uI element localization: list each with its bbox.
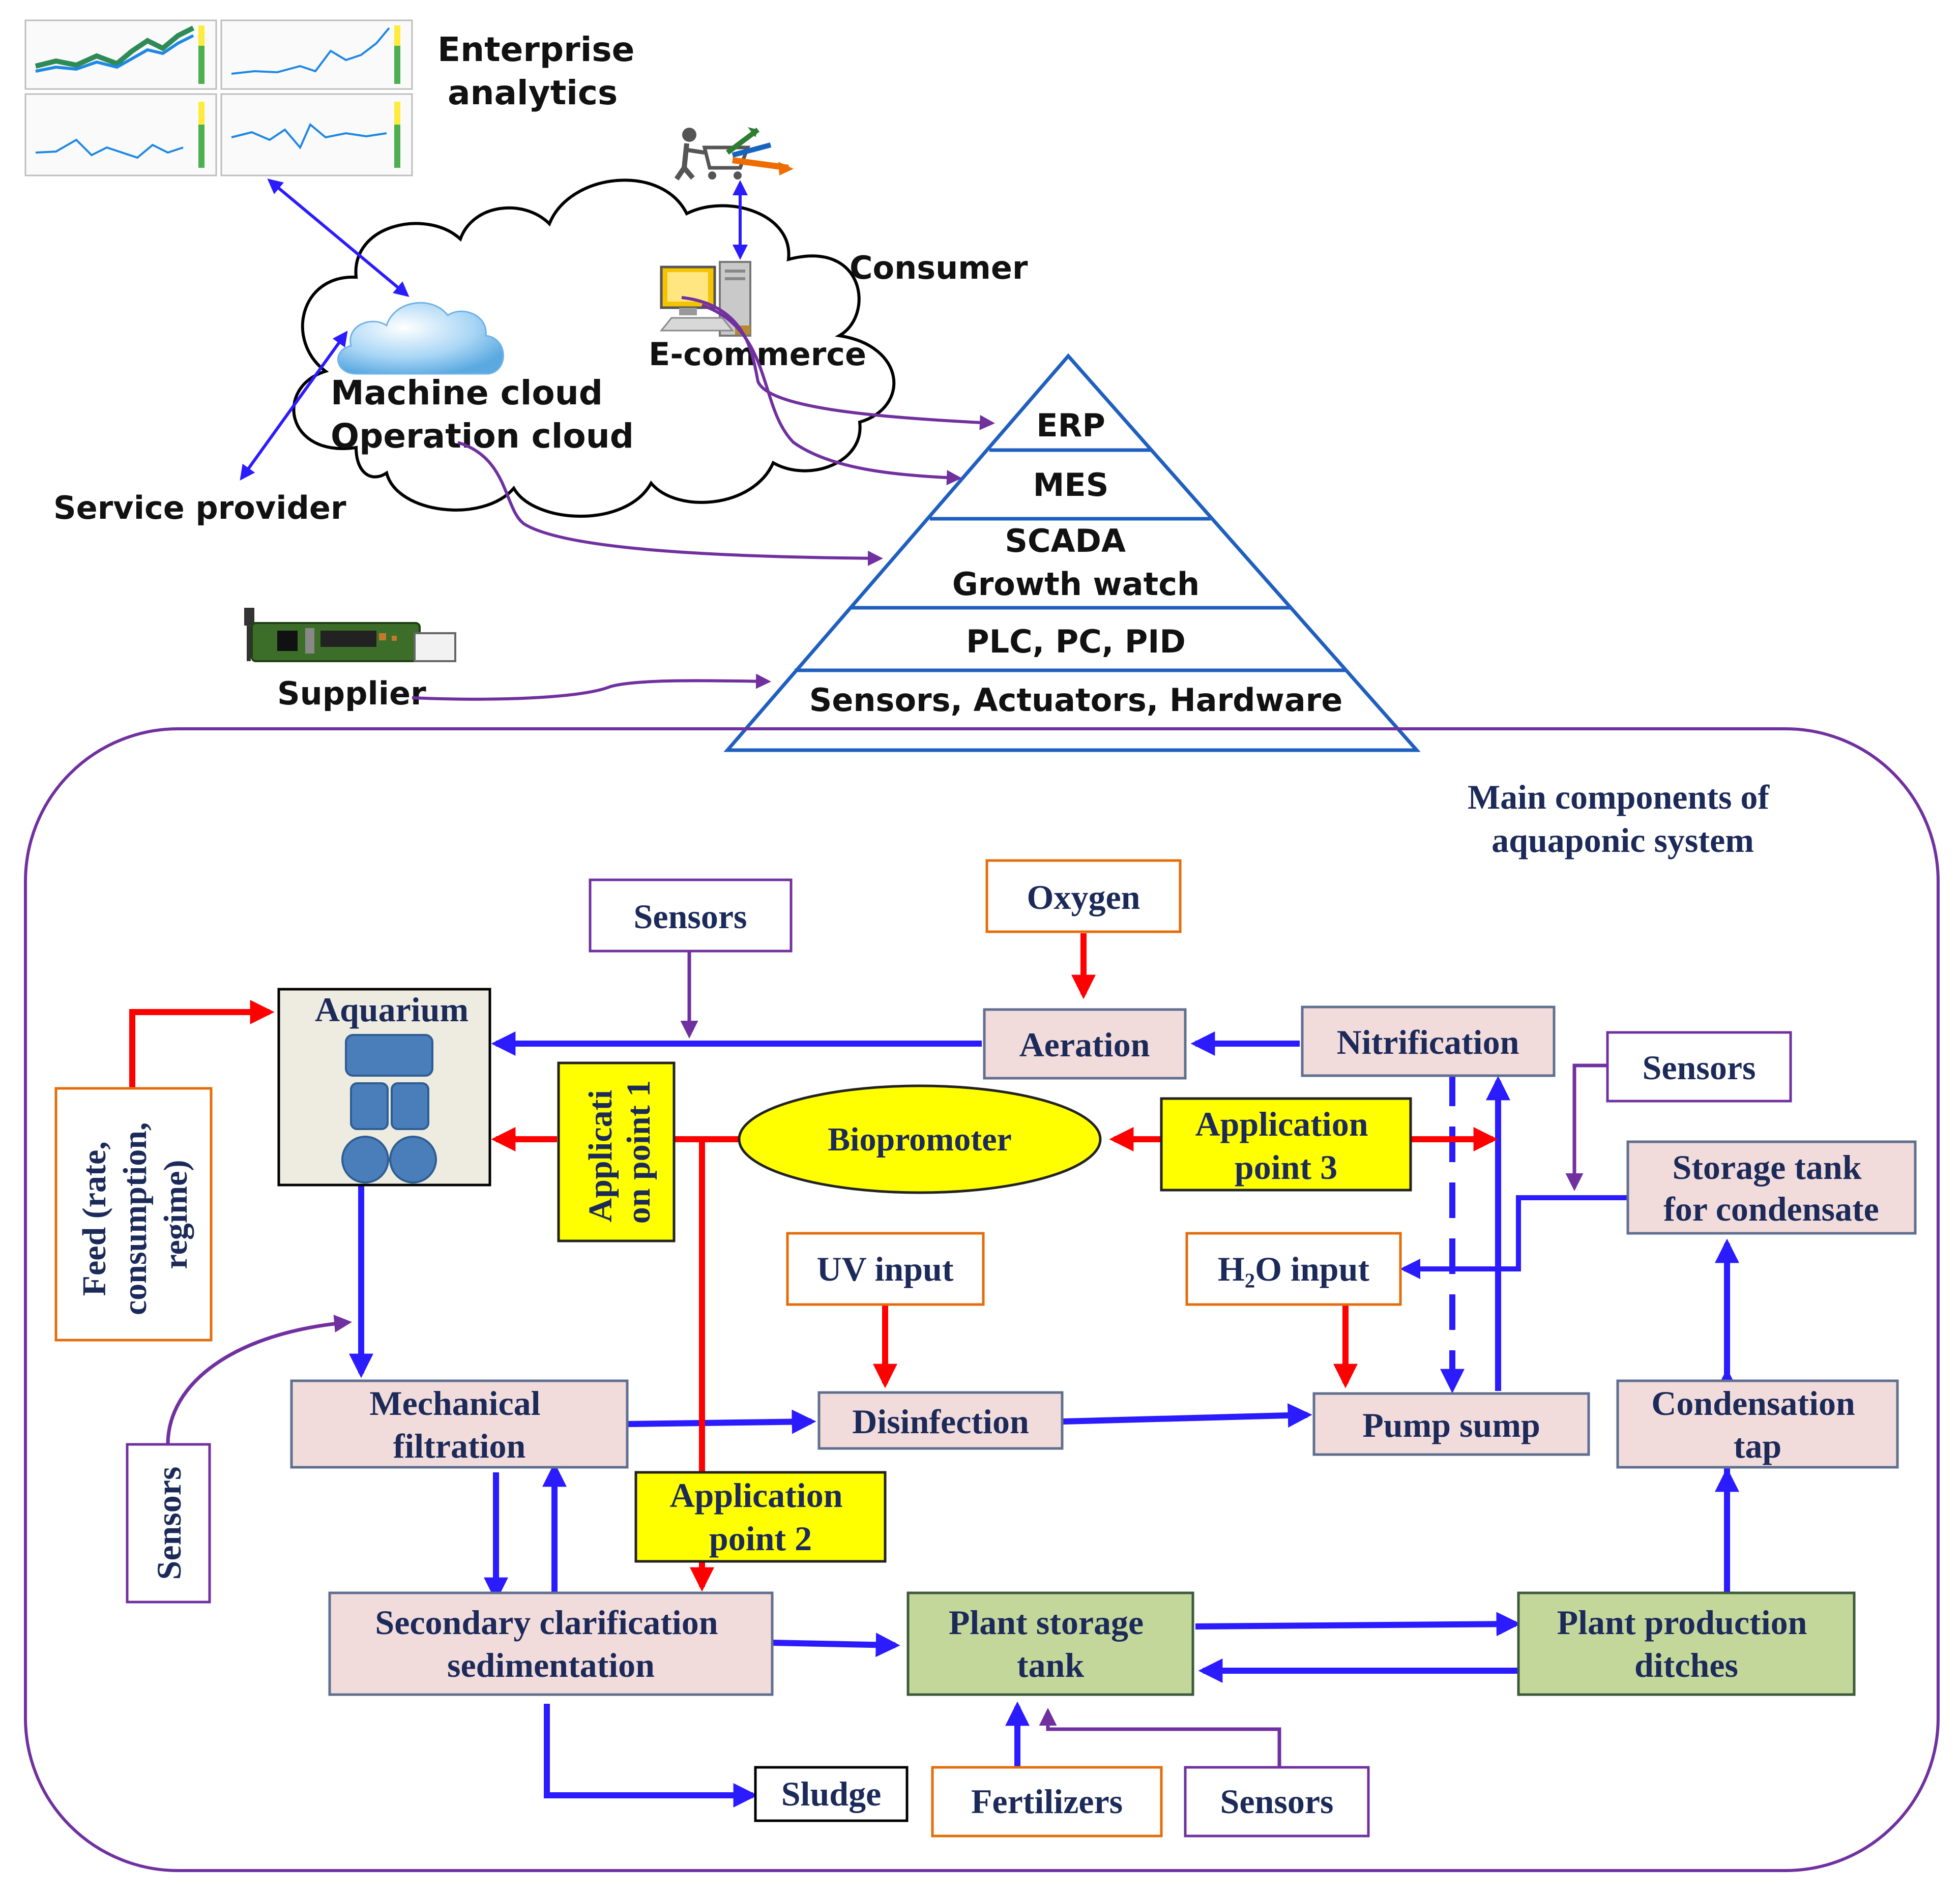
machine-cloud-icon (337, 302, 504, 375)
plant-production-ditches-box (1517, 1591, 1856, 1696)
aquaponic-system-title: Main components of aquaponic system (1468, 778, 1778, 860)
feed-box (54, 1087, 213, 1342)
h2o-input-label: H₂O input (1218, 1250, 1370, 1288)
mechanical-filtration-label: Mechanical filtration (369, 1384, 549, 1465)
supplier-label: Supplier (277, 675, 426, 712)
supplier-circuit-board-icon (244, 608, 456, 662)
uv-input-box (786, 1232, 985, 1306)
pyramid-level-erp: ERP (1036, 407, 1105, 444)
secondary-clarification-box (328, 1591, 774, 1696)
analytics-chart-4 (220, 93, 413, 176)
biopromoter-label: Biopromoter (828, 1121, 1012, 1158)
sensors-right-box (1606, 1031, 1792, 1103)
application-point-1-box (557, 1061, 676, 1242)
pyramid-level-plc: PLC, PC, PID (966, 623, 1186, 660)
aeration-box (983, 1008, 1187, 1080)
enterprise-analytics-label: Enterprise analytics (437, 30, 646, 112)
storage-tank-box (1626, 1140, 1917, 1235)
nitrification-box (1301, 1005, 1556, 1077)
plant-production-ditches-label: Plant production ditches (1557, 1603, 1816, 1684)
sludge-label: Sludge (781, 1774, 882, 1813)
fertilizers-label: Fertilizers (971, 1782, 1123, 1821)
condensation-tap-label: Condensation tap (1651, 1384, 1864, 1465)
application-point-2-label: Application point 2 (669, 1476, 851, 1558)
storage-tank-label: Storage tank for condensate (1663, 1148, 1879, 1228)
mechanical-filtration-box (290, 1379, 629, 1469)
top-connectors (240, 179, 995, 701)
disinfection-label: Disinfection (852, 1402, 1029, 1441)
application-point-1-label: Applicati on point 1 (582, 1080, 657, 1224)
consumer-label: Consumer (850, 249, 1028, 286)
secondary-clarification-label: Secondary clarification sedimentation (375, 1603, 726, 1684)
analytics-chart-1 (24, 19, 217, 90)
sensors-bottom-label: Sensors (1220, 1782, 1334, 1821)
flow-arrows (129, 933, 1739, 1808)
pyramid-level-scada: SCADA Growth watch (952, 522, 1200, 603)
plant-storage-tank-label: Plant storage tank (949, 1603, 1152, 1684)
oxygen-box (985, 859, 1182, 933)
oxygen-label: Oxygen (1027, 878, 1140, 916)
pyramid-level-mes: MES (1033, 466, 1109, 503)
sensors-top-label: Sensors (634, 897, 747, 936)
analytics-chart-3 (24, 93, 217, 176)
feed-label: Feed (rate, consumption, regime) (76, 1114, 194, 1315)
shopping-cart-icon (674, 127, 794, 181)
h2o-input-box (1185, 1232, 1402, 1306)
analytics-charts-image (24, 19, 413, 176)
sensors-left-box (126, 1443, 211, 1604)
service-provider-label: Service provider (53, 489, 346, 526)
nitrification-label: Nitrification (1337, 1023, 1519, 1061)
sludge-box (754, 1766, 909, 1822)
pump-sump-label: Pump sump (1362, 1406, 1540, 1444)
sensors-top-box (589, 878, 793, 953)
ecommerce-computer-icon (659, 261, 751, 337)
fertilizers-box (931, 1766, 1163, 1838)
plant-storage-tank-box (906, 1591, 1194, 1696)
application-point-2-box (634, 1471, 887, 1563)
cloud-labels: Machine cloud Operation cloud (331, 373, 634, 456)
uv-input-label: UV input (817, 1250, 954, 1288)
automation-pyramid (723, 353, 1421, 752)
biopromoter-ellipse (738, 1084, 1102, 1194)
ecommerce-label: E-commerce (649, 336, 866, 373)
aquarium-label: Aquarium (315, 990, 469, 1029)
aquarium-box (277, 988, 491, 1187)
disinfection-box (817, 1391, 1064, 1450)
aeration-label: Aeration (1019, 1025, 1150, 1064)
pyramid-level-sensors: Sensors, Actuators, Hardware (809, 682, 1343, 719)
application-point-3-box (1160, 1097, 1412, 1192)
sensors-bottom-box (1184, 1766, 1370, 1838)
pump-sump-box (1312, 1392, 1590, 1456)
sensors-left-label: Sensors (150, 1467, 188, 1580)
analytics-chart-2 (220, 19, 413, 90)
condensation-tap-box (1616, 1379, 1899, 1469)
sensors-right-label: Sensors (1643, 1048, 1756, 1087)
aquaponic-system-frame (24, 727, 1940, 1872)
application-point-3-label: Application point 3 (1195, 1105, 1377, 1187)
